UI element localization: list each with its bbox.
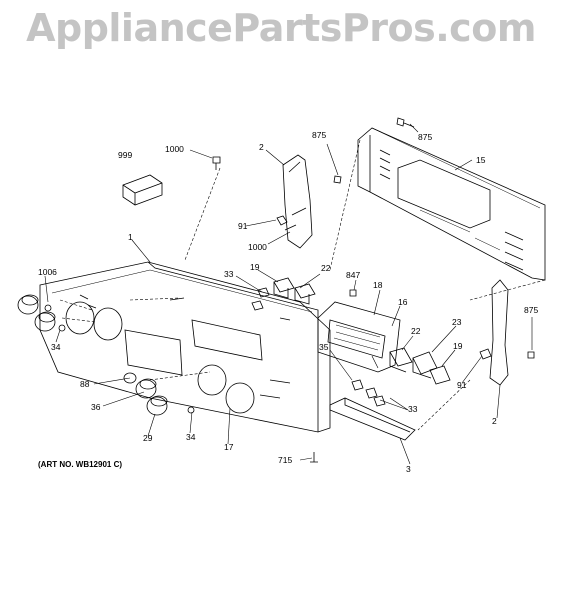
callout-875: 875 [312,130,327,140]
callout-36: 36 [91,402,101,412]
callout-91: 91 [238,221,248,231]
knobs [17,294,168,416]
callout-23: 23 [452,317,462,327]
small-clips [44,304,195,414]
callout-91-b: 91 [457,380,467,390]
callout-1000: 1000 [165,144,184,154]
callout-34-b: 34 [186,432,196,442]
callout-18: 18 [373,280,383,290]
callout-1000-b: 1000 [248,242,267,252]
switch-block-right [389,347,451,385]
callout-17: 17 [224,442,234,452]
switch-block-upper [251,277,316,311]
screw-1000-top [212,156,221,170]
screw-715 [310,452,318,463]
control-board-16 [317,301,401,373]
lower-trim-3 [329,397,416,441]
screw-847 [349,289,357,297]
screw-right [527,351,535,359]
callout-34: 34 [51,342,61,352]
panel-dials [65,301,255,414]
callout-29: 29 [143,433,153,443]
callout-22: 22 [321,263,331,273]
callout-33-b: 33 [408,404,418,414]
control-panel-1 [39,261,331,433]
side-bracket-2-left [276,154,313,249]
callout-88: 88 [80,379,90,389]
callout-2: 2 [259,142,264,152]
callout-19: 19 [250,262,260,272]
callout-875-right: 875 [524,305,539,315]
callout-19-b: 19 [453,341,463,351]
callout-15: 15 [476,155,486,165]
switch-block-lower [351,379,386,407]
callout-2-b: 2 [492,416,497,426]
rear-bracket-15 [357,127,546,281]
callout-847: 847 [346,270,361,280]
watermark-text: AppliancePartsPros.com [26,6,536,50]
callout-33: 33 [224,269,234,279]
callout-1: 1 [128,232,133,242]
callout-875-top: 875 [418,132,433,142]
callout-35: 35 [319,342,329,352]
callout-1006: 1006 [38,267,57,277]
callout-16: 16 [398,297,408,307]
callout-999: 999 [118,150,133,160]
art-number: (ART NO. WB12901 C) [38,460,123,469]
callout-3: 3 [406,464,411,474]
package-999 [122,174,163,206]
screw-875-mid [333,175,342,184]
side-bracket-2-right [479,279,509,386]
callout-22-b: 22 [411,326,421,336]
callout-715: 715 [278,455,293,465]
